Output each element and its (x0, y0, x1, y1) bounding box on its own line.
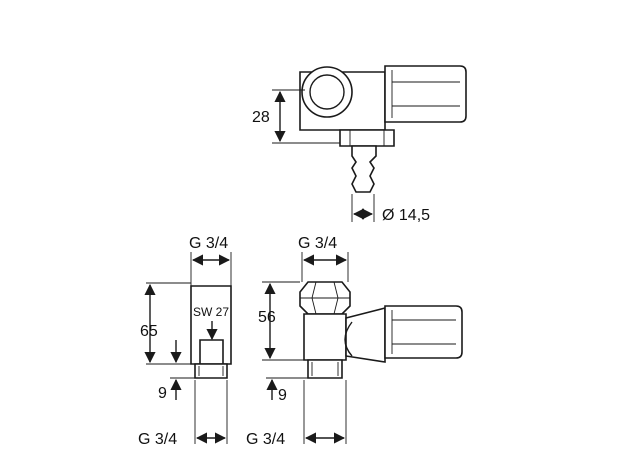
left-offset-label: 9 (158, 385, 167, 402)
wrench-size-label: SW 27 (193, 305, 229, 319)
left-top-thread-label: G 3/4 (189, 235, 228, 252)
right-valve-body (303, 313, 347, 361)
right-bottom-thread-label: G 3/4 (246, 431, 285, 448)
right-valve-handle (384, 305, 463, 359)
left-height-label: 65 (140, 323, 158, 340)
right-thread (307, 359, 343, 379)
top-height-label: 28 (252, 109, 270, 126)
left-thread (194, 363, 228, 379)
top-valve-handle (384, 65, 467, 123)
right-offset-label: 9 (278, 387, 287, 404)
hose-diameter-label: Ø 14,5 (382, 207, 430, 224)
right-front-view: G 3/4 56 (246, 235, 463, 448)
left-side-view: G 3/4 SW 27 65 9 G 3/4 (138, 235, 232, 448)
right-top-thread-label: G 3/4 (298, 235, 337, 252)
left-bottom-thread-label: G 3/4 (138, 431, 177, 448)
hose-nozzle (351, 145, 377, 193)
right-height-label: 56 (258, 309, 276, 326)
top-valve-view: 28 Ø 14,5 (252, 65, 467, 224)
hex-nut (299, 281, 351, 315)
